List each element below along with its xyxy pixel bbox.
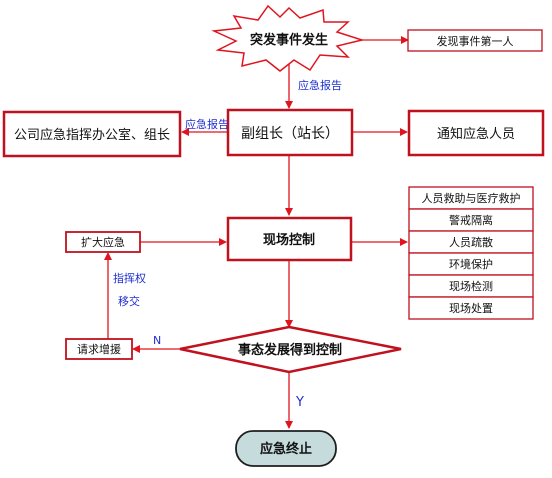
node-end: 应急终止 (235, 430, 337, 467)
decision-label: 事态发展得到控制 (238, 342, 342, 358)
notify-staff-label: 通知应急人员 (437, 126, 515, 142)
connectors (104, 36, 409, 429)
actions-list: 人员救助与医疗救护 警戒隔离 人员疏散 环境保护 现场检测 现场处置 (408, 186, 534, 320)
sudden-event-label: 突发事件发生 (250, 32, 328, 48)
action-item-1: 人员救助与医疗救护 (422, 191, 521, 205)
first-discoverer-label: 发现事件第一人 (437, 34, 514, 48)
node-first-discoverer: 发现事件第一人 (407, 29, 543, 52)
site-control-label: 现场控制 (263, 232, 315, 248)
node-expand-response: 扩大应急 (65, 231, 141, 253)
node-sudden-event: 突发事件发生 (211, 4, 365, 72)
node-notify-staff: 通知应急人员 (407, 109, 545, 157)
end-label: 应急终止 (260, 441, 312, 457)
edge-label-report-left: 应急报告 (185, 117, 229, 131)
node-decision: 事态发展得到控制 (179, 325, 402, 374)
action-item-5: 现场检测 (449, 279, 493, 293)
node-request-support: 请求增援 (65, 338, 133, 360)
action-item-6: 现场处置 (449, 301, 493, 315)
edge-label-report-down: 应急报告 (298, 78, 342, 92)
action-box-6 (408, 296, 534, 320)
edge-label-yes: Y (295, 395, 304, 410)
edge-label-no: N (153, 334, 161, 347)
edge-label-transfer-1: 指挥权 (113, 271, 146, 285)
action-item-4: 环境保护 (449, 257, 493, 271)
deputy-leader-label: 副组长（站长） (241, 126, 339, 142)
request-support-label: 请求增援 (77, 342, 121, 356)
node-site-control: 现场控制 (226, 216, 353, 262)
edge-label-transfer-2: 移交 (118, 294, 140, 308)
company-office-label: 公司应急指挥办公室、组长 (14, 127, 170, 143)
action-item-2: 警戒隔离 (449, 213, 493, 227)
node-deputy-leader: 副组长（站长） (226, 108, 354, 157)
expand-response-label: 扩大应急 (81, 235, 125, 249)
action-item-3: 人员疏散 (449, 235, 493, 249)
node-company-office: 公司应急指挥办公室、组长 (2, 110, 182, 158)
